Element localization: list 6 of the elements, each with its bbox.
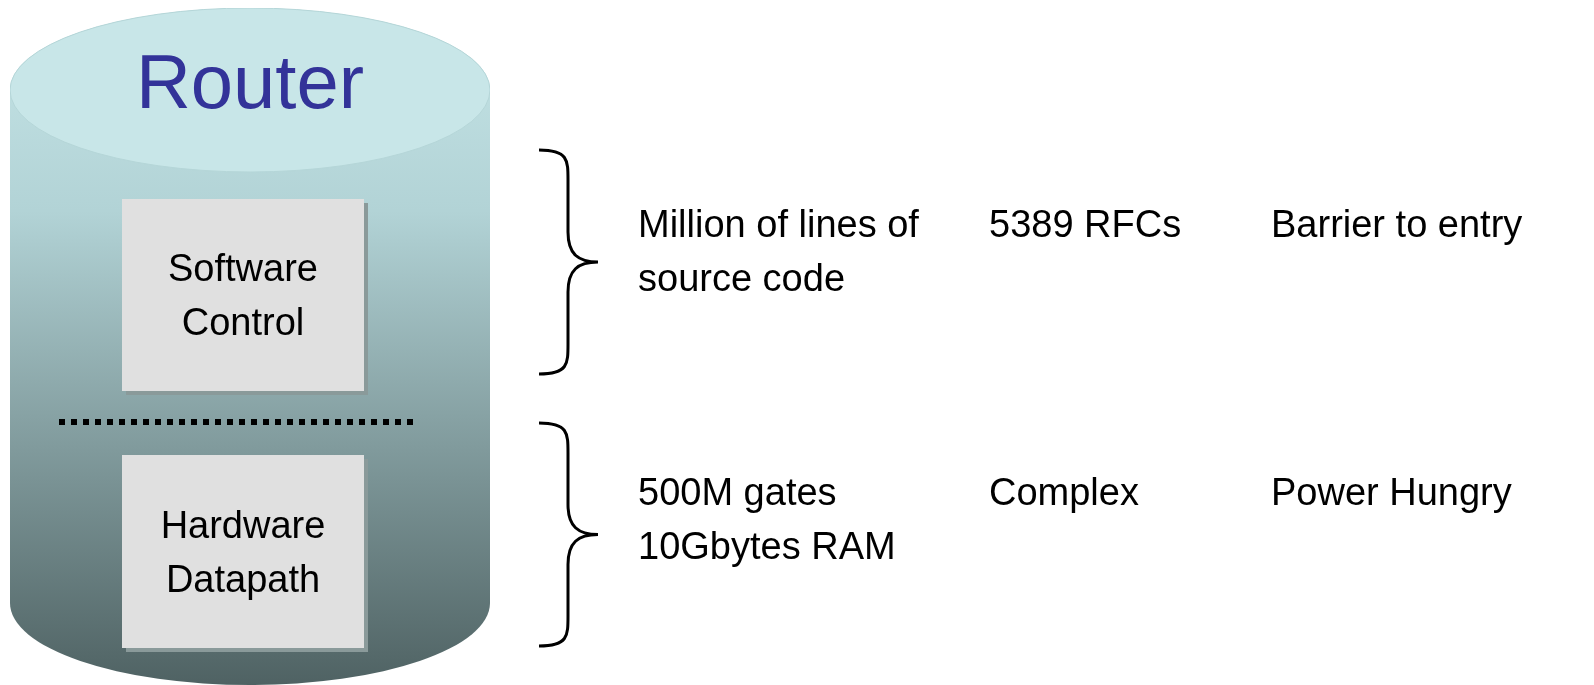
cylinder-shape [10, 8, 490, 685]
cylinder-title: Router [134, 38, 366, 126]
note-text: Power Hungry [1271, 470, 1513, 515]
note-text: Barrier to entry [1271, 202, 1524, 247]
note-text: 500M gates 10Gbytes RAM [638, 470, 897, 569]
note-text: Million of lines of source code [638, 202, 920, 301]
